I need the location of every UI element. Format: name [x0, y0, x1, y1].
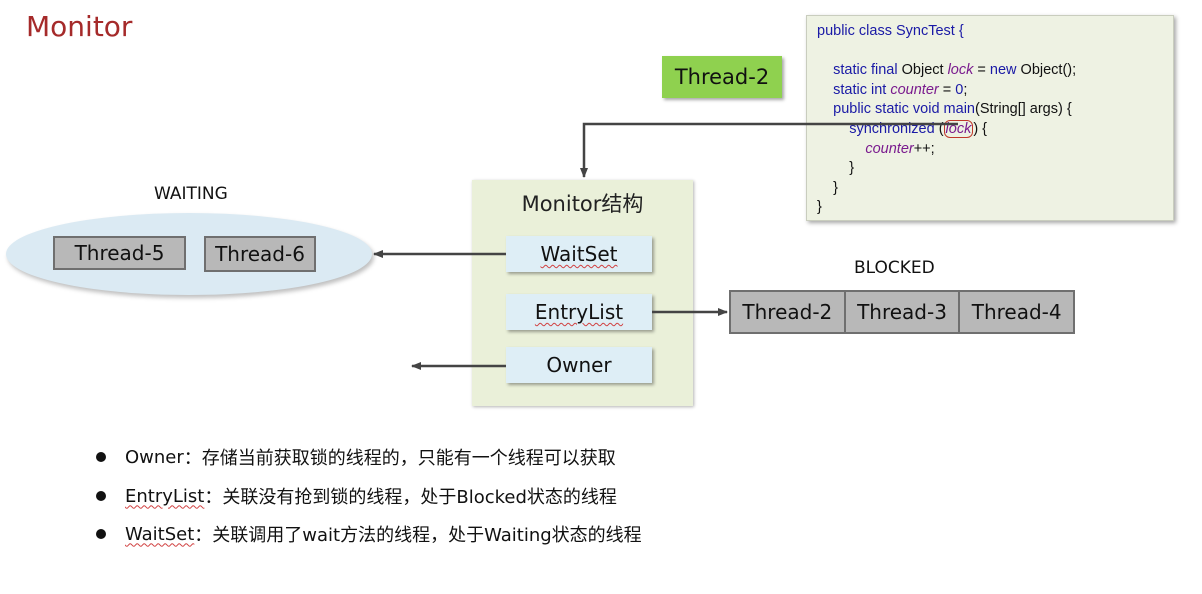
code-number: 0 [955, 81, 964, 98]
code-snippet: public class SyncTest { static final Obj… [806, 15, 1174, 221]
blocked-label: BLOCKED [854, 258, 935, 278]
blocked-queue: Thread-2 Thread-3 Thread-4 [729, 290, 1076, 334]
code-text: = [938, 81, 956, 98]
bullet-text: ：关联调用了wait方法的线程，处于Waiting状态的线程 [194, 525, 642, 546]
bullet-dot [96, 452, 106, 462]
code-brace: } [849, 160, 855, 177]
owner-slot: Owner [506, 347, 652, 383]
bullet-text: ：关联没有抢到锁的线程，处于Blocked状态的线程 [204, 487, 617, 508]
code-kw: public static void [833, 101, 940, 118]
code-class-decl: public class SyncTest { [817, 23, 964, 39]
code-text: ++; [913, 140, 935, 157]
owner-label: Owner [546, 353, 612, 377]
code-text: Object(); [1016, 62, 1077, 79]
bullet-term: WaitSet [125, 523, 195, 545]
page-title: Monitor [26, 10, 133, 43]
code-text: ( [934, 120, 944, 137]
code-kw: static final [833, 62, 898, 79]
thread-box-blocked: Thread-2 [729, 290, 846, 334]
code-text: Object [897, 62, 948, 79]
waiting-label: WAITING [154, 184, 228, 204]
code-text: = [973, 62, 990, 79]
entrylist-slot: EntryList [506, 294, 652, 330]
code-fn-main: main [943, 101, 975, 118]
thread-box-blocked: Thread-4 [960, 290, 1076, 334]
code-text: ) { [973, 120, 988, 137]
monitor-title: Monitor结构 [521, 192, 644, 216]
code-text: (String[] args) { [974, 101, 1072, 118]
thread-2-badge: Thread-2 [662, 56, 782, 98]
code-brace: } [817, 199, 822, 216]
bullet-owner: Owner：存储当前获取锁的线程的，只能有一个线程可以获取 [96, 444, 616, 470]
code-kw: new [989, 62, 1017, 79]
bullet-dot [96, 529, 106, 539]
thread-box-waiting: Thread-6 [204, 236, 316, 272]
waitset-slot: WaitSet [506, 236, 652, 272]
bullet-text: ：存储当前获取锁的线程的，只能有一个线程可以获取 [183, 448, 616, 469]
thread-box-blocked: Thread-3 [845, 290, 961, 334]
bullet-term: Owner [125, 446, 184, 468]
bullet-term: EntryList [125, 485, 205, 507]
waitset-label: WaitSet [540, 242, 618, 266]
entrylist-label: EntryList [534, 300, 624, 324]
code-var-counter: counter [865, 140, 914, 157]
code-line-1: public class SyncTest { [817, 22, 1163, 42]
bullet-entrylist: EntryList：关联没有抢到锁的线程，处于Blocked状态的线程 [96, 483, 617, 509]
bullet-waitset: WaitSet：关联调用了wait方法的线程，处于Waiting状态的线程 [96, 521, 642, 547]
code-kw: static int [833, 81, 887, 98]
lock-to-monitor-arrow [580, 122, 958, 178]
code-var-counter: counter [890, 81, 939, 98]
thread-box-waiting: Thread-5 [53, 236, 186, 270]
code-brace: } [833, 179, 838, 196]
bullet-dot [96, 491, 106, 501]
code-text: ; [963, 81, 968, 98]
code-var-lock: lock [947, 62, 974, 79]
